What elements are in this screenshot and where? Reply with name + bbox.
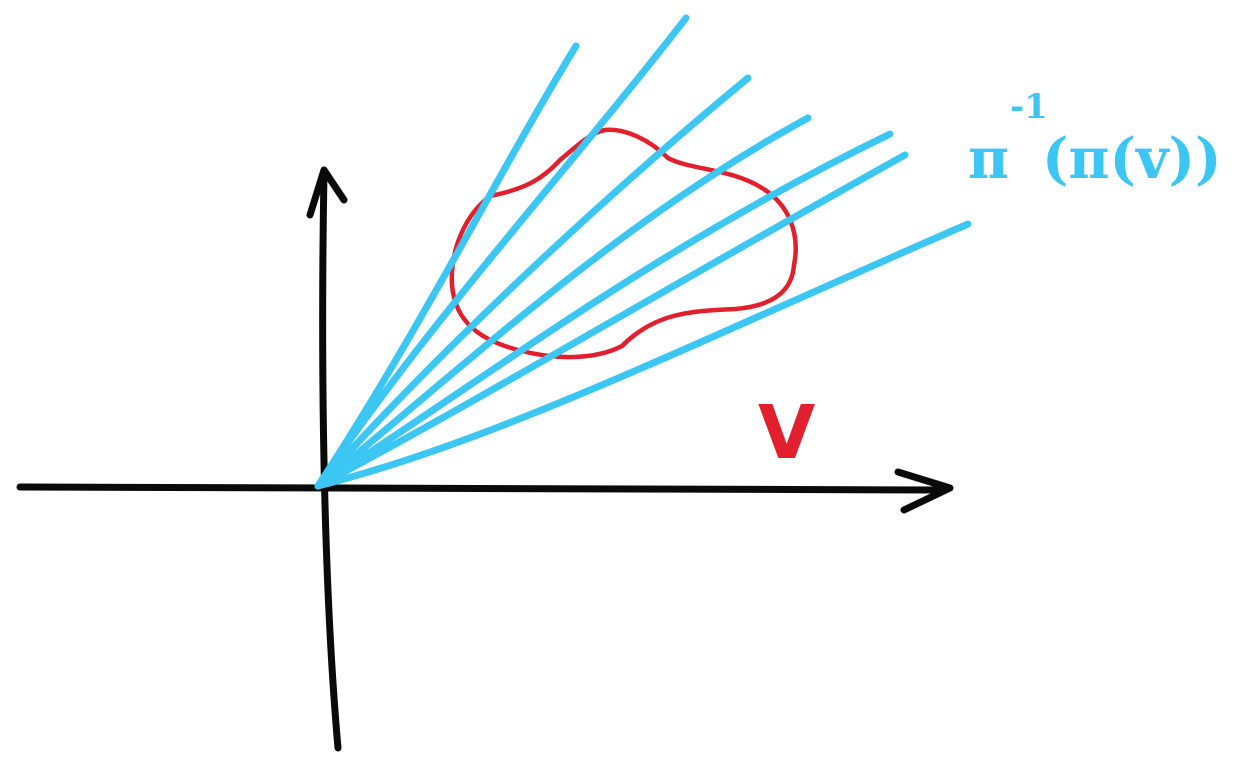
ray	[314, 151, 909, 490]
ray-fan	[314, 14, 972, 490]
preimage-pi: π	[968, 126, 1009, 192]
ray	[314, 14, 690, 490]
ray	[314, 114, 812, 490]
ray	[314, 130, 894, 490]
vertical-axis	[319, 168, 342, 752]
ray	[314, 74, 752, 490]
region-label: V	[758, 390, 815, 476]
vertical-axis-arrowhead	[306, 166, 348, 219]
horizontal-axis-arrowhead	[894, 468, 954, 514]
preimage-argument: (π(v))	[1042, 126, 1222, 192]
preimage-label: π -1 (π(v))	[968, 87, 1222, 192]
region-v	[449, 127, 798, 360]
axes	[16, 166, 954, 752]
preimage-exponent: -1	[1010, 87, 1048, 127]
horizontal-axis	[16, 482, 949, 494]
ray	[314, 220, 972, 490]
ray	[314, 42, 580, 490]
